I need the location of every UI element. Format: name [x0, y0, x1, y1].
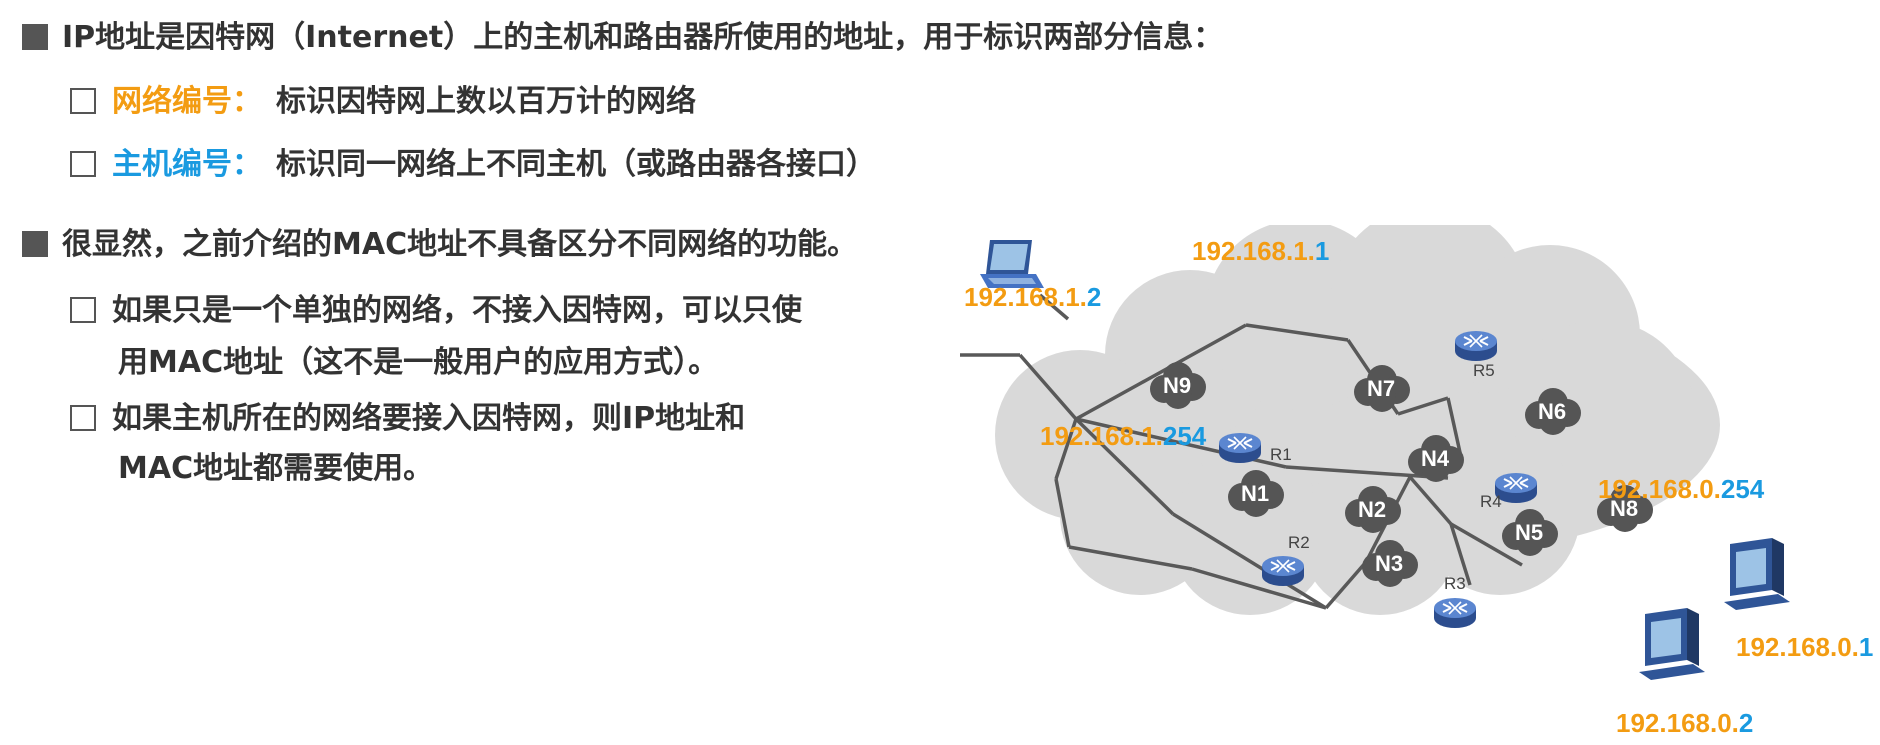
network-number-term: 网络编号： [112, 84, 262, 119]
router-r3-icon [1433, 597, 1477, 629]
sub-host-number: 主机编号： 标识同一网络上不同主机（或路由器各接口） [70, 139, 876, 183]
network-n4: N4 [1408, 435, 1464, 482]
hollow-square-bullet-icon [70, 88, 96, 114]
single-network-line2: 用MAC地址（这不是一般用户的应用方式）。 [118, 345, 719, 380]
hollow-square-bullet-icon [70, 297, 96, 323]
svg-text:N5: N5 [1515, 520, 1543, 545]
network-n2: N2 [1345, 486, 1401, 533]
ip-router-r4: 192.168.0.254 [1598, 474, 1765, 504]
network-n7: N7 [1354, 365, 1410, 412]
desktop-bottom-icon [1639, 608, 1705, 680]
internet-network-line1: 如果主机所在的网络要接入因特网，则IP地址和 [112, 401, 746, 436]
host-number-term: 主机编号： [112, 147, 262, 182]
router-r4-label: R4 [1480, 492, 1502, 511]
svg-text:N3: N3 [1375, 551, 1403, 576]
hollow-square-bullet-icon [70, 405, 96, 431]
router-r5-icon [1454, 330, 1498, 362]
internet-cloud-shape [995, 225, 1720, 615]
ip-pc-bottom: 192.168.0.2 [1616, 708, 1753, 738]
single-network-line1: 如果只是一个单独的网络，不接入因特网，可以只使 [112, 293, 802, 328]
network-n3: N3 [1362, 540, 1418, 587]
filled-square-bullet-icon [22, 24, 48, 50]
hollow-square-bullet-icon [70, 151, 96, 177]
bullet-mac-limit-text: 很显然，之前介绍的MAC地址不具备区分不同网络的功能。 [62, 227, 858, 262]
laptop-top-icon [980, 240, 1044, 288]
svg-text:N7: N7 [1367, 376, 1395, 401]
network-number-desc: 标识因特网上数以百万计的网络 [276, 84, 696, 119]
ip-pc-right: 192.168.0.1 [1736, 632, 1873, 662]
desktop-right-icon [1724, 538, 1790, 610]
router-r2-icon [1261, 555, 1305, 587]
router-r5-label: R5 [1473, 361, 1495, 380]
sub-internet-network: 如果主机所在的网络要接入因特网，则IP地址和 [70, 393, 745, 437]
network-links [960, 293, 1523, 610]
router-r1-label: R1 [1270, 445, 1292, 464]
network-n5: N5 [1502, 509, 1558, 556]
bullet-ip-address-text: IP地址是因特网（Internet）上的主机和路由器所使用的地址，用于标识两部分… [62, 20, 1224, 55]
internet-network-line2: MAC地址都需要使用。 [118, 451, 434, 486]
ip-laptop-left: 192.168.1.2 [964, 282, 1101, 312]
svg-text:N2: N2 [1358, 497, 1386, 522]
network-n9: N9 [1150, 362, 1206, 409]
svg-text:N8: N8 [1610, 496, 1638, 521]
svg-text:N1: N1 [1241, 481, 1269, 506]
router-r1-icon [1218, 432, 1262, 464]
sub-network-number: 网络编号： 标识因特网上数以百万计的网络 [70, 76, 696, 120]
svg-text:N6: N6 [1538, 399, 1566, 424]
sub-single-network: 如果只是一个单独的网络，不接入因特网，可以只使 [70, 285, 802, 329]
network-n1: N1 [1228, 470, 1284, 517]
svg-text:N4: N4 [1421, 446, 1450, 471]
filled-square-bullet-icon [22, 231, 48, 257]
router-r2-label: R2 [1288, 533, 1310, 552]
ip-laptop-top: 192.168.1.1 [1192, 236, 1329, 266]
host-number-desc: 标识同一网络上不同主机（或路由器各接口） [276, 147, 876, 182]
router-r3-label: R3 [1444, 574, 1466, 593]
network-n6: N6 [1525, 388, 1581, 435]
network-n8: N8 [1597, 485, 1653, 532]
bullet-ip-address: IP地址是因特网（Internet）上的主机和路由器所使用的地址，用于标识两部分… [22, 12, 1223, 56]
svg-text:N9: N9 [1163, 373, 1191, 398]
bullet-mac-limit: 很显然，之前介绍的MAC地址不具备区分不同网络的功能。 [22, 219, 857, 263]
network-diagram: R1 R2 R3 R4 R5 N9 N7 N6 N4 N1 N2 N3 N5 N… [960, 225, 1873, 738]
ip-router-r1: 192.168.1.254 [1040, 421, 1207, 451]
